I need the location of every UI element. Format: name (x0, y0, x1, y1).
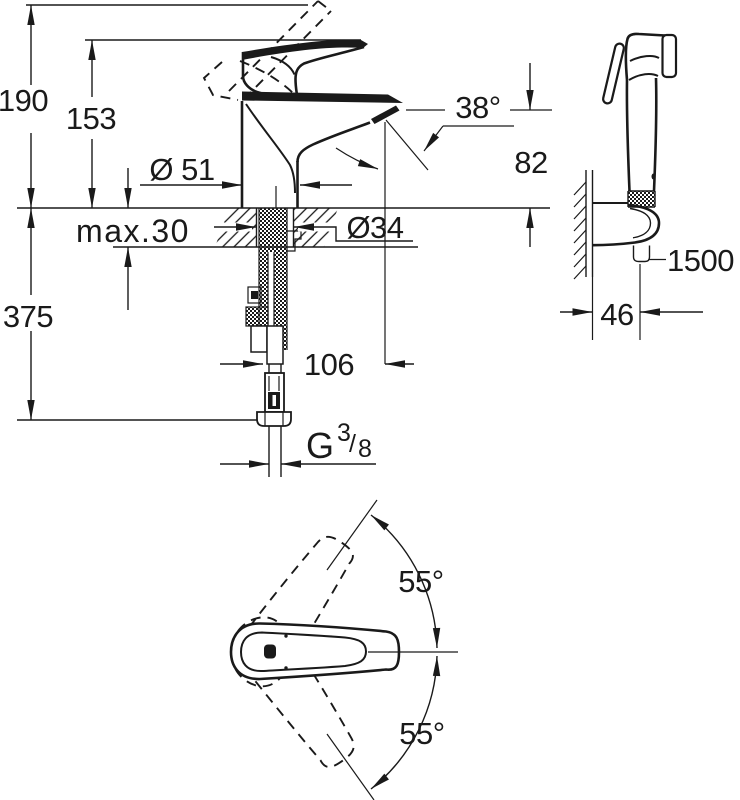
dim-under-depth: 375 (3, 299, 53, 334)
faucet-body (240, 91, 403, 208)
dim-hole-diameter: Ø34 (346, 210, 403, 245)
lever-handle-raised-dashed (202, 0, 332, 101)
thread-slash: / (349, 430, 356, 458)
spray-face (661, 33, 678, 79)
dim-hose-length: 1500 (667, 243, 734, 278)
dim-base-diameter: Ø 51 (149, 152, 214, 187)
front-dimensions: 190 153 375 max.30 Ø 51 Ø34 82 3 (0, 5, 548, 468)
side-view: 1500 46 (560, 32, 735, 340)
dim-bracket-offset: 46 (600, 297, 633, 332)
side-dimensions: 1500 46 (560, 243, 735, 340)
connector-a (250, 325, 268, 353)
thread-prefix: G (306, 425, 334, 466)
dim-swing-lower: 55° (399, 716, 444, 751)
wall-section (573, 170, 594, 340)
hose-coupling (628, 191, 655, 207)
hose-outlet (632, 245, 651, 263)
counter-hole-edges (255, 208, 295, 247)
swing-arc-lower (370, 655, 441, 790)
dim-outlet-angle: 38° (455, 90, 500, 125)
dim-swing-upper: 55° (398, 564, 443, 599)
lever-swing-upper-dashed (231, 535, 354, 688)
swing-arc-upper (370, 514, 441, 649)
lever-blade (242, 39, 368, 60)
clamp-block (247, 286, 262, 304)
dim-spout-reach: 106 (304, 347, 354, 382)
connector-b (266, 325, 284, 365)
top-view: 55° 55° (229, 499, 458, 800)
front-view: 190 153 375 max.30 Ø 51 Ø34 82 3 (0, 0, 552, 477)
under-counter-assembly (245, 208, 302, 477)
spout-outlet (371, 105, 400, 124)
swing-limit-lower (326, 733, 375, 800)
thread-numerator: 3 (337, 419, 351, 447)
hex-nut (256, 411, 292, 427)
dim-outlet-height: 82 (514, 145, 547, 180)
dim-total-height: 190 (0, 83, 48, 118)
handle-button (651, 173, 656, 180)
dim-lever-height: 153 (66, 101, 116, 136)
spray-handle (625, 77, 658, 192)
supply-pipe (268, 426, 282, 477)
spray-head (624, 32, 666, 81)
lever-indicator-dot (264, 644, 276, 659)
lever-swing-lower-dashed (232, 616, 355, 768)
thread-denominator: 8 (358, 435, 372, 463)
spout-top-edge (242, 91, 403, 103)
wall-bracket (592, 202, 661, 263)
dim-deck-max: max.30 (76, 213, 190, 249)
swing-limit-upper (326, 499, 378, 571)
dim-thread-size: G 3 / 8 (306, 419, 372, 466)
fixing-nut (245, 306, 269, 327)
hand-shower (602, 32, 678, 208)
flow-direction-arrow (335, 147, 379, 170)
